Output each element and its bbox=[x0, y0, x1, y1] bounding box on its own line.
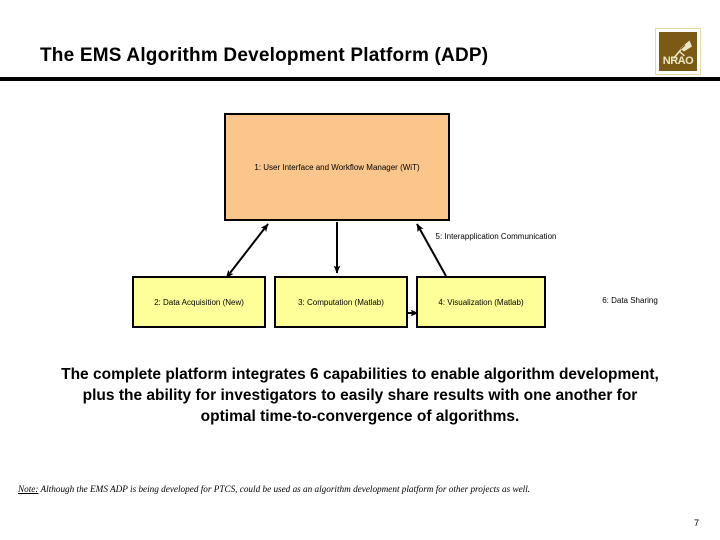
diagram-box-user-interface-label: 1: User Interface and Workflow Manager (… bbox=[254, 162, 420, 172]
logo-plate: NRAO bbox=[659, 32, 697, 71]
diagram-box-data-acquisition[interactable]: 2: Data Acquisition (New) bbox=[132, 276, 266, 328]
page-number: 7 bbox=[694, 518, 700, 528]
diagram-box-visualization-label: 4: Visualization (Matlab) bbox=[438, 297, 524, 307]
title-divider-rule bbox=[0, 77, 720, 81]
diagram-label-interapplication-communication: 5: Interapplication Communication bbox=[435, 232, 557, 241]
diagram-label-data-sharing: 6: Data Sharing bbox=[602, 296, 658, 305]
footnote-text: Although the EMS ADP is being developed … bbox=[38, 484, 531, 494]
nrao-logo: NRAO bbox=[655, 28, 701, 75]
diagram-box-computation-label: 3: Computation (Matlab) bbox=[298, 297, 384, 307]
radio-telescope-dish-icon bbox=[672, 40, 692, 60]
diagram-box-computation[interactable]: 3: Computation (Matlab) bbox=[274, 276, 408, 328]
logo-wordmark: NRAO bbox=[662, 55, 694, 67]
page-title: The EMS Algorithm Development Platform (… bbox=[40, 45, 489, 66]
summary-paragraph: The complete platform integrates 6 capab… bbox=[61, 366, 659, 425]
connector-ui-to-acquisition bbox=[226, 223, 269, 279]
diagram-box-visualization[interactable]: 4: Visualization (Matlab) bbox=[416, 276, 546, 328]
diagram-box-data-acquisition-label: 2: Data Acquisition (New) bbox=[154, 297, 244, 307]
footnote-label: Note: bbox=[18, 484, 39, 494]
footnote: Note: Although the EMS ADP is being deve… bbox=[18, 483, 702, 495]
diagram-box-user-interface[interactable]: 1: User Interface and Workflow Manager (… bbox=[224, 113, 450, 221]
